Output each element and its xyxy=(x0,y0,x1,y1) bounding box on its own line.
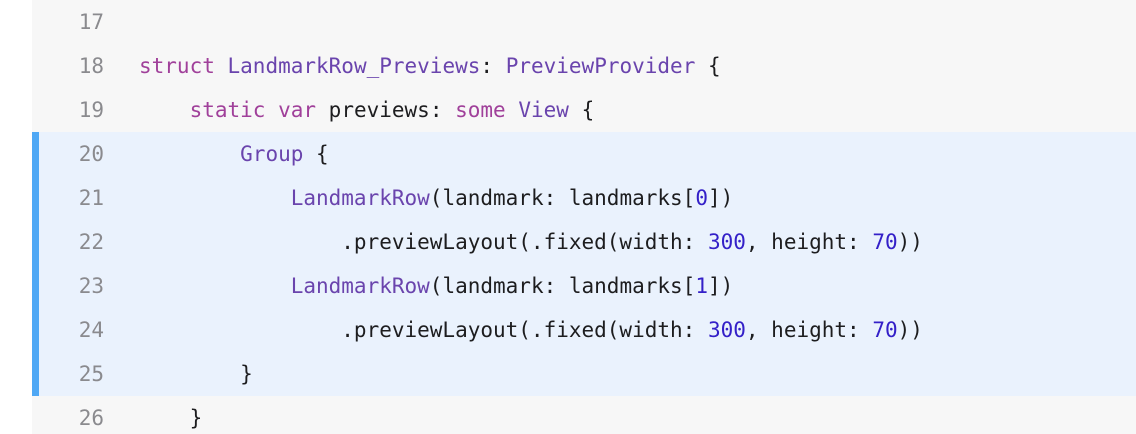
code-line-highlighted[interactable]: 21 LandmarkRow(landmark: landmarks[0]) xyxy=(32,176,1136,220)
code-token-kw: some xyxy=(455,98,506,122)
code-token-plain: ]) xyxy=(707,186,734,210)
code-token-num: 1 xyxy=(695,274,708,298)
code-token-ty: View xyxy=(518,98,569,122)
code-token-plain xyxy=(139,186,291,210)
code-token-plain xyxy=(139,274,291,298)
code-editor[interactable]: 17 18 struct LandmarkRow_Previews: Preview… xyxy=(32,0,1136,434)
line-code: } xyxy=(139,352,253,396)
line-code: static var previews: some View { xyxy=(139,88,595,132)
code-line-highlighted[interactable]: 22 .previewLayout(.fixed(width: 300, hei… xyxy=(32,220,1136,264)
code-token-num: 300 xyxy=(707,230,746,254)
code-token-ty: LandmarkRow_Previews xyxy=(227,54,481,78)
code-token-num: 300 xyxy=(707,318,746,342)
line-number: 17 xyxy=(78,10,104,34)
code-token-num: 0 xyxy=(695,186,708,210)
code-token-plain: .previewLayout(.fixed(width: xyxy=(139,318,708,342)
line-code: struct LandmarkRow_Previews: PreviewProv… xyxy=(139,44,721,88)
code-token-num: 70 xyxy=(872,318,898,342)
code-token-plain xyxy=(265,98,278,122)
code-token-kw: struct xyxy=(139,54,215,78)
code-token-plain: , height: xyxy=(745,318,873,342)
code-token-ty: LandmarkRow xyxy=(290,186,430,210)
code-token-plain xyxy=(215,54,228,78)
code-token-plain: { xyxy=(568,98,595,122)
code-token-ty: Group xyxy=(240,142,304,166)
code-token-num: 70 xyxy=(872,230,898,254)
code-token-plain: , height: xyxy=(745,230,873,254)
code-line-highlighted[interactable]: 20 Group { xyxy=(32,132,1136,176)
code-line-highlighted[interactable]: 23 LandmarkRow(landmark: landmarks[1]) xyxy=(32,264,1136,308)
line-number: 20 xyxy=(78,142,104,166)
code-line-highlighted[interactable]: 24 .previewLayout(.fixed(width: 300, hei… xyxy=(32,308,1136,352)
code-token-plain: } xyxy=(139,362,253,386)
code-token-plain: (landmark: landmarks[ xyxy=(429,274,696,298)
line-number: 24 xyxy=(78,318,104,342)
line-code: .previewLayout(.fixed(width: 300, height… xyxy=(139,308,923,352)
code-token-plain: .previewLayout(.fixed(width: xyxy=(139,230,708,254)
line-number: 18 xyxy=(78,54,104,78)
code-token-ty: PreviewProvider xyxy=(505,54,696,78)
code-token-plain xyxy=(139,142,240,166)
code-token-plain xyxy=(139,98,190,122)
line-code: .previewLayout(.fixed(width: 300, height… xyxy=(139,220,923,264)
line-code: } xyxy=(139,396,203,434)
code-line[interactable]: 26 } xyxy=(32,396,1136,434)
line-number: 19 xyxy=(78,98,104,122)
line-code: LandmarkRow(landmark: landmarks[0]) xyxy=(139,176,734,220)
code-token-plain: : xyxy=(480,54,506,78)
code-token-plain: ]) xyxy=(707,274,734,298)
code-line[interactable]: 18 struct LandmarkRow_Previews: PreviewPr… xyxy=(32,44,1136,88)
code-token-ty: LandmarkRow xyxy=(290,274,430,298)
code-token-plain: { xyxy=(695,54,721,78)
line-code: LandmarkRow(landmark: landmarks[1]) xyxy=(139,264,734,308)
code-token-plain: previews: xyxy=(316,98,456,122)
code-token-plain xyxy=(506,98,519,122)
code-token-kw: static xyxy=(189,98,266,122)
code-line[interactable]: 19 static var previews: some View { xyxy=(32,88,1136,132)
code-line[interactable]: 17 xyxy=(32,0,1136,44)
line-number: 21 xyxy=(78,186,104,210)
code-token-kw: var xyxy=(278,98,317,122)
code-line-highlighted[interactable]: 25 } xyxy=(32,352,1136,396)
line-number: 25 xyxy=(78,362,104,386)
line-number: 26 xyxy=(78,406,104,430)
code-token-plain: )) xyxy=(897,230,923,254)
code-token-plain: )) xyxy=(897,318,923,342)
code-token-plain: } xyxy=(139,406,203,430)
line-number: 23 xyxy=(78,274,104,298)
line-number: 22 xyxy=(78,230,104,254)
code-token-plain: { xyxy=(303,142,329,166)
line-code: Group { xyxy=(139,132,329,176)
code-token-plain: (landmark: landmarks[ xyxy=(429,186,696,210)
